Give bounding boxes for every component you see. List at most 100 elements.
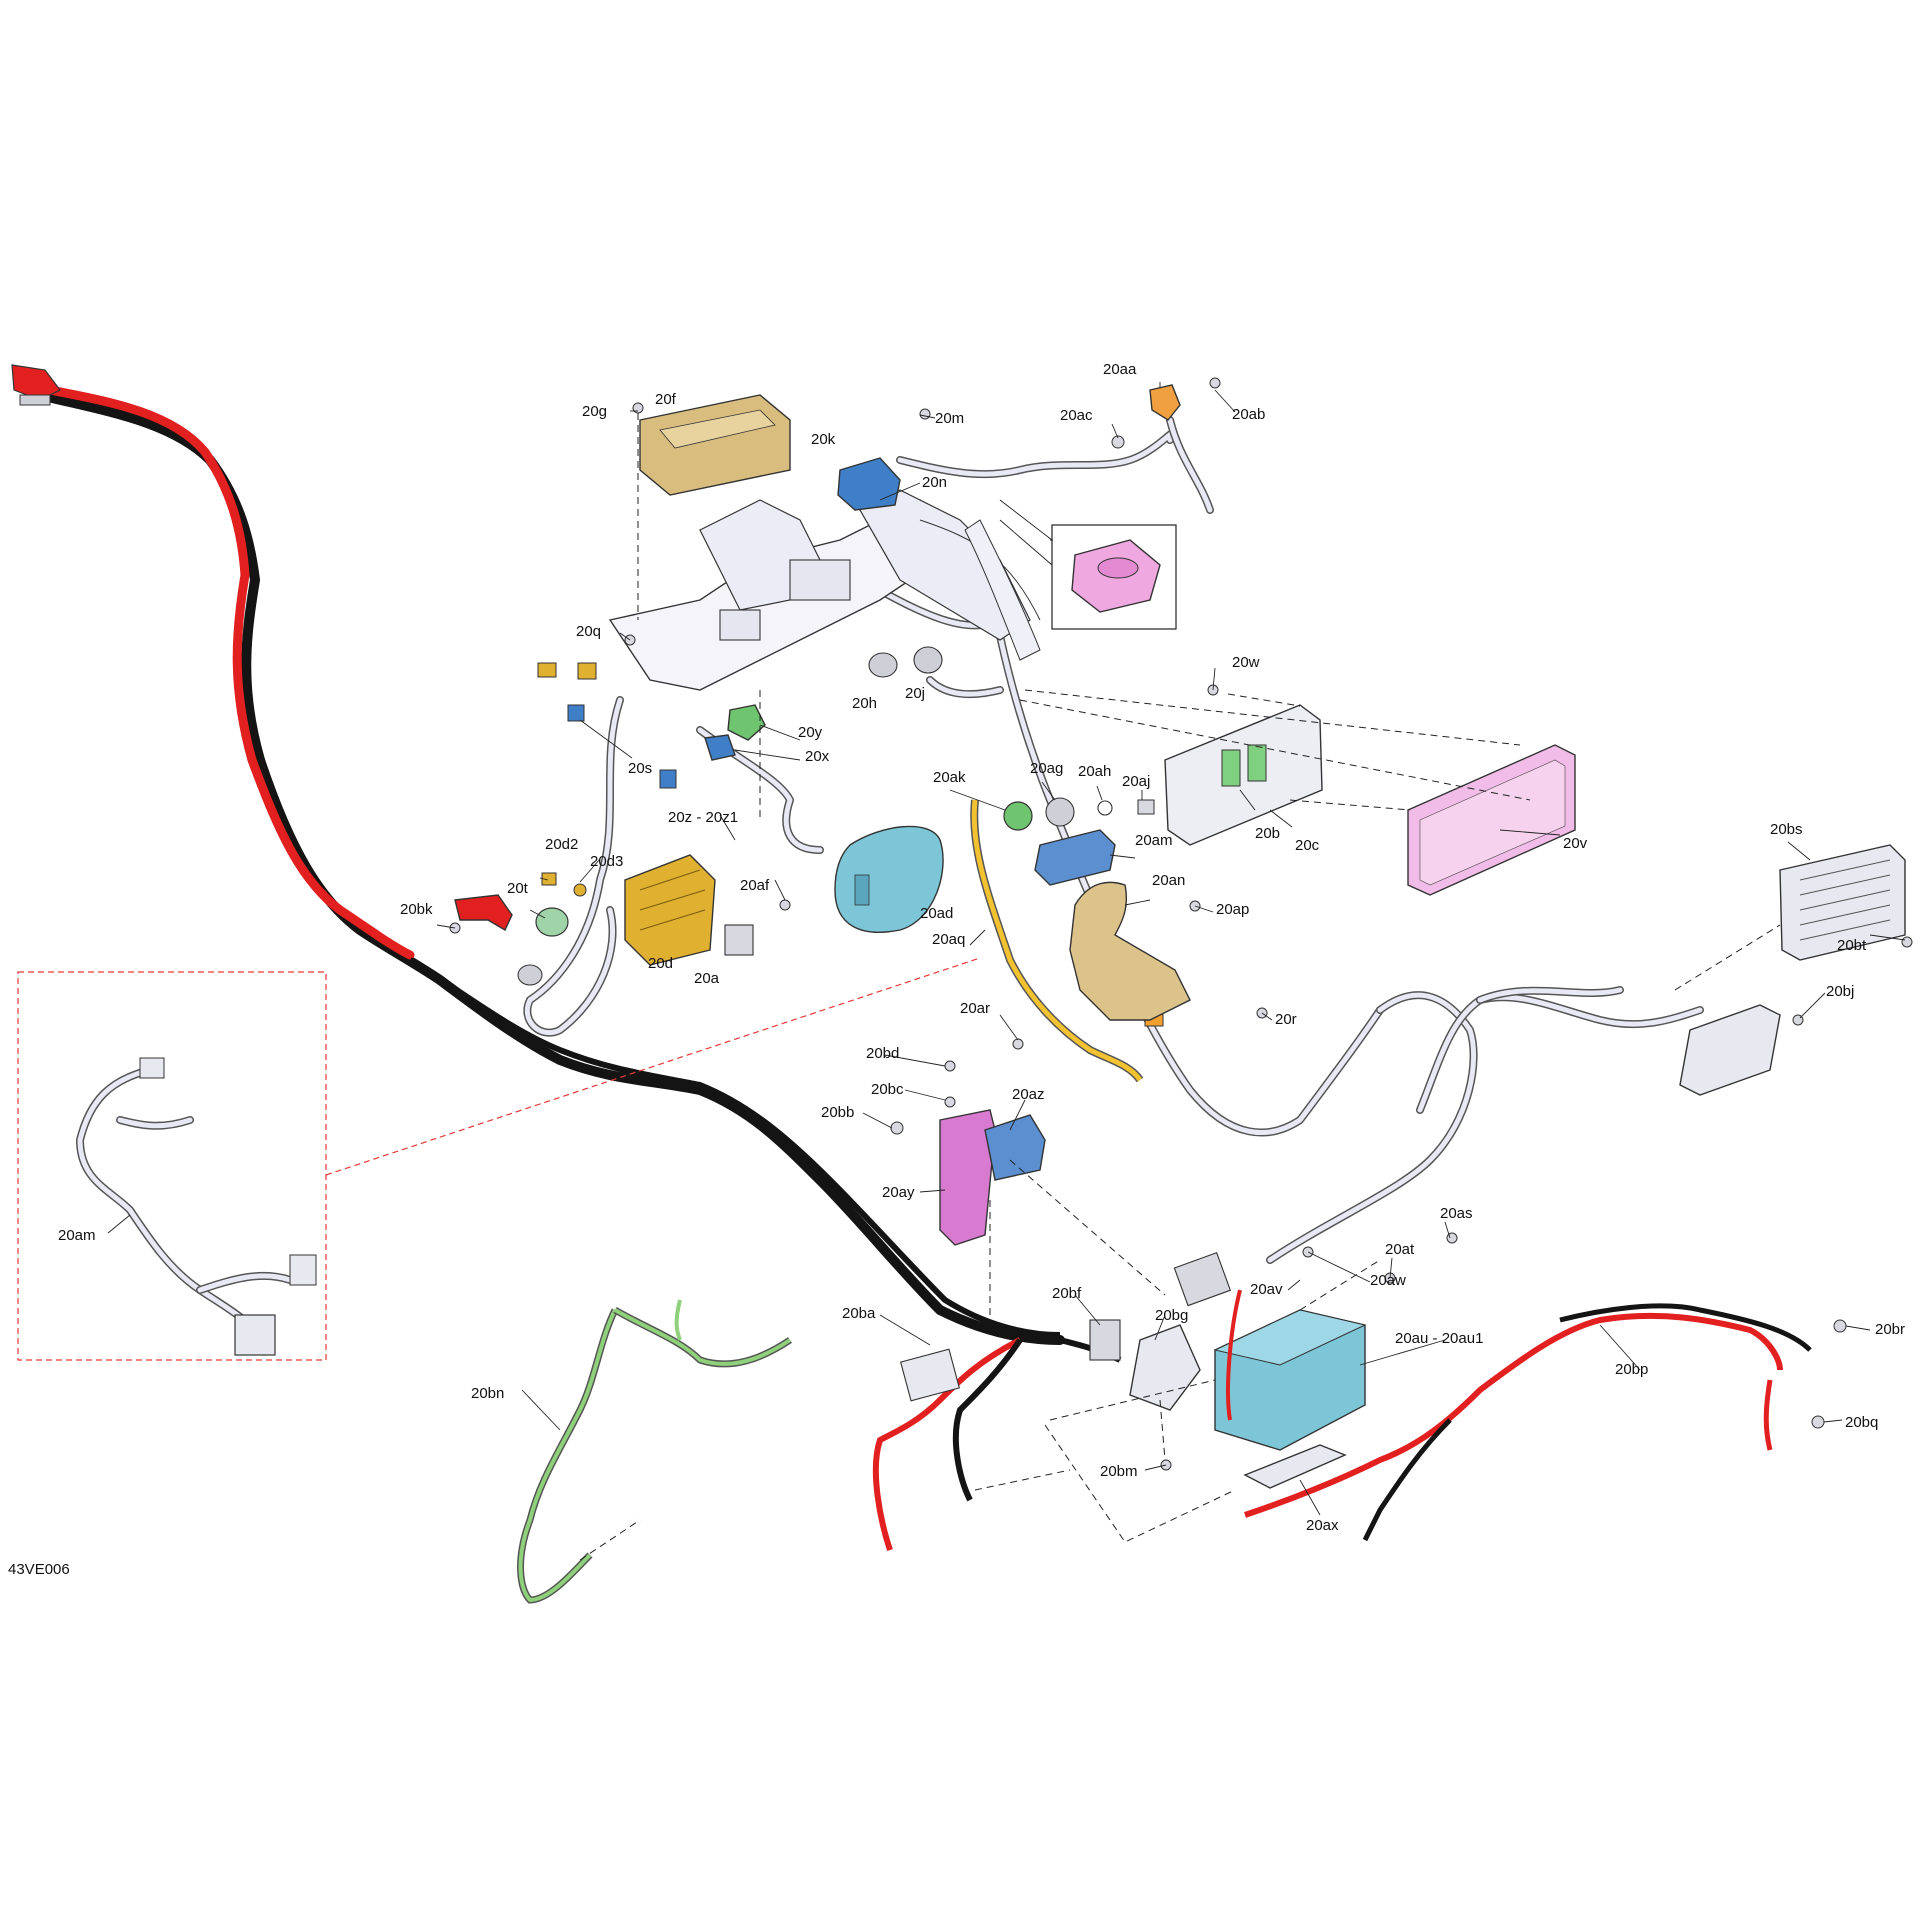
label-20ab: 20ab <box>1232 406 1265 423</box>
label-20br: 20br <box>1875 1321 1905 1338</box>
label-20aj: 20aj <box>1122 773 1150 790</box>
label-20bt: 20bt <box>1837 937 1867 954</box>
switch-panel-20am <box>1034 829 1116 886</box>
label-20d2: 20d2 <box>545 836 578 853</box>
switch-20j <box>913 646 943 674</box>
label-20af: 20af <box>740 877 770 894</box>
connector-20k <box>837 457 901 511</box>
main-battery-cable <box>11 364 1065 1345</box>
label-20s: 20s <box>628 760 652 777</box>
label-20bb: 20bb <box>821 1104 854 1121</box>
label-20au: 20au - 20au1 <box>1395 1330 1483 1347</box>
part-labels: 20g 20f 20k 20m 20n 20aa 20ab 20ac 20q 2… <box>58 361 1905 1534</box>
label-20bq: 20bq <box>1845 1414 1878 1431</box>
label-20f: 20f <box>655 391 677 408</box>
label-20ac: 20ac <box>1060 407 1093 424</box>
bracket-20ay <box>939 1109 996 1246</box>
label-20az: 20az <box>1012 1086 1045 1103</box>
gear-selector-20an <box>1069 881 1191 1021</box>
connector-20q-yellow-b <box>577 662 597 680</box>
label-20ad: 20ad <box>920 905 953 922</box>
connector-20aa <box>1149 384 1181 421</box>
label-20d: 20d <box>648 955 673 972</box>
part-20aj <box>1137 799 1155 815</box>
label-20t: 20t <box>507 880 529 897</box>
module-20ad <box>834 825 944 933</box>
label-20k: 20k <box>811 431 836 448</box>
label-20d3: 20d3 <box>590 853 623 870</box>
label-20ay: 20ay <box>882 1184 915 1201</box>
connector-20bf <box>1089 1319 1121 1361</box>
label-20as: 20as <box>1440 1205 1473 1222</box>
label-20bc: 20bc <box>871 1081 904 1098</box>
label-20ba: 20ba <box>842 1305 876 1322</box>
part-20d2 <box>541 872 557 886</box>
label-20j: 20j <box>905 685 925 702</box>
label-20bp: 20bp <box>1615 1361 1648 1378</box>
label-20aq: 20aq <box>932 931 965 948</box>
module-20bs <box>1779 844 1906 961</box>
connector-20s-b <box>567 704 585 722</box>
connector-20t <box>517 907 569 986</box>
label-20m: 20m <box>935 410 964 427</box>
label-20bn: 20bn <box>471 1385 504 1402</box>
label-20x: 20x <box>805 748 830 765</box>
clip-20bk <box>454 894 513 931</box>
label-20bj: 20bj <box>1826 983 1854 1000</box>
bracket-20bj <box>1679 1004 1781 1096</box>
label-20bd: 20bd <box>866 1045 899 1062</box>
label-20av: 20av <box>1250 1281 1283 1298</box>
part-20d3 <box>573 883 587 897</box>
label-20am-inset: 20am <box>58 1227 96 1244</box>
label-20aw: 20aw <box>1370 1272 1406 1289</box>
label-20w: 20w <box>1232 654 1260 671</box>
connector-20x <box>704 734 736 761</box>
dash-bezel-20b-20c <box>1164 704 1323 846</box>
label-20ag: 20ag <box>1030 760 1063 777</box>
connector-20s <box>659 769 677 789</box>
label-20bm: 20bm <box>1100 1463 1138 1480</box>
battery-20au <box>1213 1289 1367 1451</box>
label-20am-top: 20am <box>1135 832 1173 849</box>
bolt-20bq <box>1811 1415 1825 1429</box>
switch-20ag <box>1045 797 1075 827</box>
label-20at: 20at <box>1385 1241 1415 1258</box>
label-20v: 20v <box>1563 835 1588 852</box>
label-20g: 20g <box>582 403 607 420</box>
label-20y: 20y <box>798 724 823 741</box>
fuse-block <box>1173 1251 1232 1307</box>
label-20bs: 20bs <box>1770 821 1803 838</box>
label-20bf: 20bf <box>1052 1285 1082 1302</box>
display-20v <box>1407 744 1576 896</box>
label-20a: 20a <box>694 970 720 987</box>
label-20z: 20z - 20z1 <box>668 809 738 826</box>
label-20ap: 20ap <box>1216 901 1249 918</box>
connector-20ak <box>1003 801 1033 831</box>
label-20bk: 20bk <box>400 901 433 918</box>
label-20ar: 20ar <box>960 1000 990 1017</box>
ring-20ah <box>1097 800 1113 816</box>
label-20h: 20h <box>852 695 877 712</box>
bolt-20br <box>1833 1319 1847 1333</box>
part-20a <box>724 924 754 956</box>
label-20c: 20c <box>1295 837 1320 854</box>
harness-20bn <box>517 1299 792 1604</box>
part-20d <box>624 854 716 966</box>
connector-20y <box>727 704 766 741</box>
battery-cables-20bp <box>1244 1303 1812 1542</box>
label-20aa: 20aa <box>1103 361 1137 378</box>
part-20ba <box>900 1348 960 1402</box>
label-20bg: 20bg <box>1155 1307 1188 1324</box>
label-20an: 20an <box>1152 872 1185 889</box>
detail-box-20n <box>1051 524 1177 630</box>
ecu-20f <box>639 394 791 496</box>
label-20n: 20n <box>922 474 947 491</box>
inset-20am <box>17 957 981 1361</box>
bracket-20az <box>984 1114 1046 1181</box>
label-20ax: 20ax <box>1306 1517 1339 1534</box>
label-20ah: 20ah <box>1078 763 1111 780</box>
figure-code: 43VE006 <box>8 1561 70 1578</box>
label-20q: 20q <box>576 623 601 640</box>
pad-20ax <box>1243 1444 1347 1489</box>
